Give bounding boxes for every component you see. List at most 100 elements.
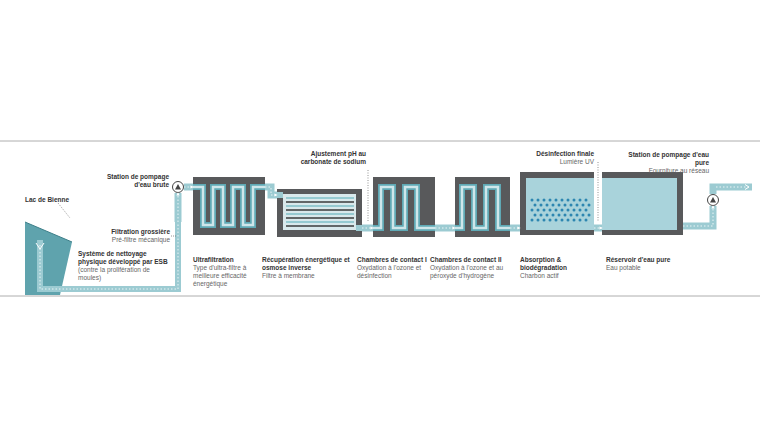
drawn-circle xyxy=(531,219,534,222)
drawn-line xyxy=(368,170,369,222)
drawn-circle xyxy=(534,204,537,207)
annotation-label: Filtration grossière xyxy=(100,228,170,236)
drawn-circle xyxy=(552,214,555,217)
drawn-path xyxy=(40,222,178,289)
drawn-circle xyxy=(588,214,591,217)
pipe-connector xyxy=(510,228,520,229)
pipe-connector xyxy=(184,187,193,188)
drawn-circle xyxy=(552,204,555,207)
drawn-circle xyxy=(540,204,543,207)
node-heading: Absorption & biodégradation xyxy=(520,256,586,272)
drawn-line xyxy=(286,217,354,219)
pipe-connector xyxy=(362,228,373,229)
drawn-line xyxy=(598,162,599,222)
drawn-line xyxy=(286,225,354,227)
drawn-line xyxy=(58,203,70,218)
drawn-circle xyxy=(558,214,561,217)
process-box: UltrafiltrationType d'ultra-filtre à mei… xyxy=(193,177,265,235)
drawn-g xyxy=(286,198,354,226)
drawn-circle xyxy=(561,219,564,222)
node-description: Oxydation à l'ozone et au péroxyde d'hyd… xyxy=(430,264,512,280)
drawn-path xyxy=(362,225,373,232)
drawn-circle xyxy=(576,204,579,207)
drawn-circle xyxy=(543,209,546,212)
drawn-path xyxy=(683,206,713,226)
drawn-circle xyxy=(570,204,573,207)
drawn-line xyxy=(0,296,760,297)
pipe-connector xyxy=(265,187,277,195)
drawn-path xyxy=(265,187,277,195)
node-description: Charbon actif xyxy=(520,272,586,280)
drawn-circle xyxy=(573,209,576,212)
node-heading: Réservoir d'eau pure xyxy=(606,256,686,264)
drawn-circle xyxy=(537,199,540,202)
node-description: Eau potable xyxy=(606,264,686,272)
drawn-circle xyxy=(573,199,576,202)
drawn-circle xyxy=(555,199,558,202)
drawn-circle xyxy=(546,204,549,207)
drawn-circle xyxy=(582,204,585,207)
drawn-line xyxy=(286,205,354,207)
drawn-circle xyxy=(561,209,564,212)
pipe-connector xyxy=(594,228,602,229)
drawn-circle xyxy=(531,209,534,212)
drawn-circle xyxy=(543,219,546,222)
drawn-circle xyxy=(564,214,567,217)
drawn-line xyxy=(286,213,354,215)
drawn-circle xyxy=(549,219,552,222)
pipe-connector xyxy=(435,228,455,229)
annotation-label: Désinfection finale xyxy=(528,150,594,158)
drawn-path xyxy=(710,197,716,203)
drawn-path xyxy=(510,228,520,229)
drawn-path xyxy=(745,185,749,190)
drawn-path xyxy=(193,187,265,225)
process-box: Récupération énergétique et osmose inver… xyxy=(277,189,362,237)
drawn-circle xyxy=(579,209,582,212)
drawn-path xyxy=(435,225,455,232)
drawn-circle xyxy=(576,214,579,217)
drawn-path xyxy=(175,193,182,222)
process-box: Chambres de contact IIOxydation à l'ozon… xyxy=(455,177,510,237)
drawn-path xyxy=(594,228,602,229)
reservoir-box: Réservoir d'eau pureEau potable xyxy=(602,172,683,235)
node-heading: Station de pompage d'eau pure xyxy=(619,151,709,167)
annotation-label: Ajustement pH au carbonate de sodium xyxy=(296,150,366,166)
drawn-path xyxy=(362,228,373,229)
drawn-circle xyxy=(570,214,573,217)
node-description: Fourniture au réseau xyxy=(619,167,709,175)
drawn-circle xyxy=(573,219,576,222)
drawn-circle xyxy=(585,199,588,202)
drawn-circle xyxy=(588,204,591,207)
drawn-circle xyxy=(531,199,534,202)
drawn-circle xyxy=(558,204,561,207)
drawn-circle xyxy=(546,214,549,217)
node-heading: Chambres de contact II xyxy=(430,256,512,264)
drawn-circle xyxy=(582,214,585,217)
drawn-path xyxy=(178,193,179,222)
pipe-connector xyxy=(178,193,179,222)
pipe-connector xyxy=(683,206,713,226)
drawn-path xyxy=(40,224,178,289)
annotation-label: Lumière UV xyxy=(528,158,594,166)
drawn-path xyxy=(435,228,455,229)
drawn-circle xyxy=(579,219,582,222)
drawn-path xyxy=(373,187,435,228)
drawn-circle xyxy=(585,219,588,222)
drawn-circle xyxy=(579,199,582,202)
annotation-label: (contre la prolifération de moules) xyxy=(78,266,174,282)
drawn-line xyxy=(286,221,354,223)
drawn-path xyxy=(277,195,362,228)
drawn-path xyxy=(510,225,520,232)
drawn-line xyxy=(171,236,176,237)
node-heading: Station de pompage d'eau brute xyxy=(93,173,169,189)
drawn-circle xyxy=(555,209,558,212)
drawn-path xyxy=(594,225,602,232)
drawn-circle xyxy=(567,209,570,212)
drawn-rect xyxy=(283,194,356,230)
drawn-path xyxy=(683,206,713,226)
drawn-path xyxy=(175,184,181,190)
